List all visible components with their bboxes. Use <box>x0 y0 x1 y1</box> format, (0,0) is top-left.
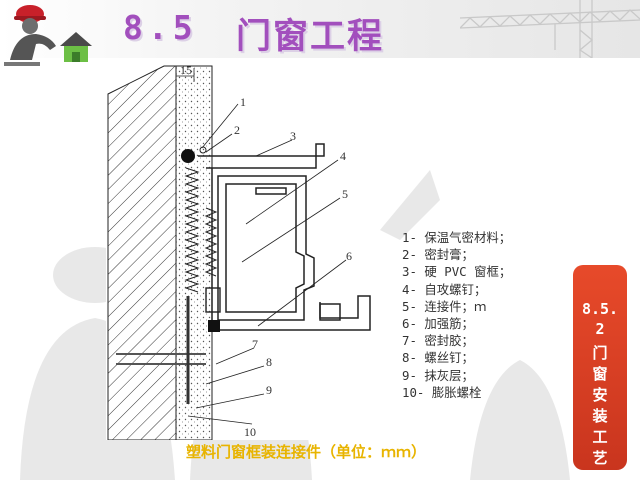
badge-number: 8.5.2 <box>581 300 619 338</box>
worker-house-logo <box>4 5 92 66</box>
legend-item: 5- 连接件；ｍ <box>402 298 487 314</box>
badge-char: 门 <box>592 344 608 362</box>
header-band: 8.5 门窗工程 <box>0 0 640 58</box>
window-frame-connection-drawing: 15 1 2 3 4 5 6 7 8 9 10 <box>106 64 378 440</box>
badge-char: 装 <box>592 407 608 425</box>
legend-item: 8- 螺丝钉； <box>402 350 474 366</box>
figure-caption: 塑料门窗框装连接件（单位：ｍｍ） <box>186 443 427 461</box>
legend-item: 1- 保温气密材料； <box>402 230 512 245</box>
badge-char: 工 <box>592 428 608 446</box>
subsection-badge[interactable]: 8.5.2 门 窗 安 装 工 艺 <box>573 265 627 470</box>
callout-10: 10 <box>244 425 256 439</box>
callout-8: 8 <box>266 355 272 369</box>
callout-6: 6 <box>346 249 352 263</box>
callout-5: 5 <box>342 187 348 201</box>
callout-7: 7 <box>252 337 258 351</box>
legend-item: 10- 膨胀螺栓 <box>402 384 482 400</box>
legend-item: 4- 自攻螺钉； <box>402 281 487 297</box>
crane-graphic <box>460 0 640 58</box>
legend-item: 6- 加强筋； <box>402 316 474 332</box>
badge-title: 门 窗 安 装 工 艺 <box>573 343 627 469</box>
badge-char: 安 <box>592 386 608 404</box>
callout-9: 9 <box>266 383 272 397</box>
legend-item: 7- 密封胶； <box>402 333 474 349</box>
badge-char: 艺 <box>592 449 608 467</box>
callout-1: 1 <box>240 95 246 109</box>
callout-3: 3 <box>290 129 296 143</box>
section-number: 8.5 <box>123 8 198 47</box>
callout-15: 15 <box>180 64 192 77</box>
badge-char: 窗 <box>592 365 608 383</box>
legend-list: 1- 保温气密材料； 2- 密封膏； 3- 硬 PVC 窗框； 4- 自攻螺钉；… <box>402 229 511 401</box>
callout-2: 2 <box>234 123 240 137</box>
callout-4: 4 <box>340 149 346 163</box>
legend-item: 3- 硬 PVC 窗框； <box>402 264 512 280</box>
section-title: 门窗工程 <box>236 17 385 57</box>
legend-item: 9- 抹灰层； <box>402 367 474 383</box>
legend-item: 2- 密封膏； <box>402 247 474 263</box>
